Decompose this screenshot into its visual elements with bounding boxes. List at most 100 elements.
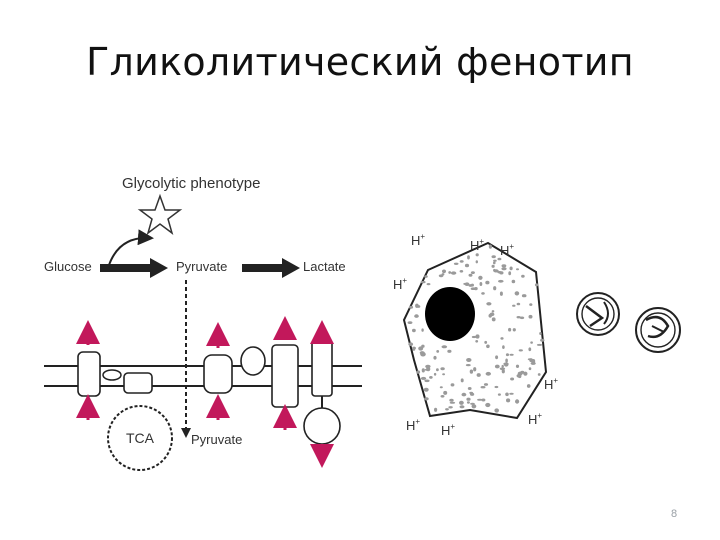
granule-dot (459, 400, 464, 405)
granule-dot (529, 303, 533, 306)
granule-dot (508, 271, 512, 276)
carrier-ellipse (240, 346, 266, 376)
granule-dot (491, 264, 495, 268)
pyruvate-label: Pyruvate (176, 259, 227, 274)
membrane-transporter (203, 354, 233, 394)
granule-dot (534, 283, 539, 287)
granule-dot (407, 321, 413, 324)
granule-dot (442, 373, 445, 376)
granule-dot (440, 395, 445, 398)
granule-dot (505, 392, 509, 397)
proton-label: H+ (411, 232, 425, 248)
granule-dot (494, 385, 499, 389)
granule-dot (485, 402, 491, 408)
granule-dot (412, 328, 416, 333)
svg-text:H+: H+ (528, 411, 542, 427)
granule-dot (475, 340, 479, 343)
granule-dot (485, 280, 490, 285)
granule-dot (479, 282, 483, 286)
granule-dot (495, 355, 499, 360)
granule-dot (469, 369, 474, 374)
granule-dot (493, 261, 496, 265)
granule-dot (468, 273, 473, 277)
granule-dot (475, 253, 479, 257)
svg-text:H+: H+ (393, 276, 407, 292)
granule-dot (424, 275, 428, 278)
granule-dot (453, 262, 459, 265)
granule-dot (420, 280, 426, 284)
granule-dot (521, 274, 525, 278)
granule-dot (510, 377, 515, 381)
granule-dot (530, 341, 533, 344)
proton-label: H+ (393, 276, 407, 292)
granule-dot (536, 343, 543, 346)
tca-cycle-circle (107, 405, 173, 471)
granule-dot (475, 334, 480, 339)
granule-dot (509, 392, 514, 395)
granule-dot (476, 373, 481, 377)
granule-dot (516, 302, 521, 306)
granule-dot (501, 264, 507, 268)
granule-dot (506, 398, 511, 403)
complex-box (123, 372, 153, 394)
granule-dot (486, 302, 492, 306)
granule-dot (528, 347, 532, 352)
granule-dot (493, 268, 496, 272)
granule-dot (414, 314, 419, 318)
tumor-cell-outline (402, 241, 548, 420)
svg-text:H+: H+ (441, 422, 455, 438)
granule-dot (447, 349, 452, 353)
granule-dot (471, 404, 477, 409)
granule-dot (511, 279, 516, 284)
granule-dot (450, 383, 455, 387)
granule-dot (481, 398, 486, 402)
granule-dot (509, 353, 514, 356)
granule-dot (498, 279, 504, 283)
granule-dot (480, 386, 486, 389)
granule-dot (515, 399, 520, 404)
granule-dot (470, 287, 476, 291)
granule-dot (497, 257, 502, 261)
granule-dot (459, 270, 464, 273)
granule-dot (505, 353, 510, 357)
granule-dot (434, 407, 438, 412)
granule-dot (491, 317, 496, 322)
granule-dot (519, 316, 525, 320)
granule-dot (466, 358, 472, 362)
granule-dot (425, 364, 431, 369)
granule-dot (493, 286, 497, 291)
granule-dot (466, 401, 470, 404)
granule-dot (523, 371, 528, 376)
granule-dot (528, 367, 532, 371)
proton-label: H+ (470, 237, 484, 253)
tca-label: TCA (126, 430, 155, 446)
proton-label: H+ (406, 417, 420, 433)
granule-dot (491, 310, 495, 313)
granule-dot (500, 337, 504, 340)
granule-dot (440, 367, 445, 371)
granule-dot (418, 346, 424, 351)
granule-dot (499, 367, 506, 371)
membrane-transporter (271, 344, 299, 408)
granule-dot (471, 335, 477, 339)
proton-label: H+ (500, 242, 514, 258)
granule-dot (450, 271, 457, 275)
granule-dot (488, 244, 492, 249)
lactate-label: Lactate (303, 259, 346, 274)
granule-dot (516, 316, 521, 319)
granule-dot (423, 387, 429, 392)
granule-dot (497, 271, 502, 274)
granule-dot (465, 364, 471, 367)
granule-dot (448, 271, 452, 274)
granule-dot (466, 397, 471, 401)
glycolytic-phenotype-label: Glycolytic phenotype (122, 175, 260, 192)
slide-number: 8 (670, 508, 678, 520)
dying-cell (576, 292, 620, 336)
carrier-ellipse (102, 369, 122, 381)
svg-text:H+: H+ (406, 417, 420, 433)
granule-dot (436, 350, 440, 353)
granule-dot (537, 373, 541, 376)
granule-dot (429, 376, 433, 379)
granule-dot (449, 401, 456, 404)
granule-dot (494, 408, 500, 413)
